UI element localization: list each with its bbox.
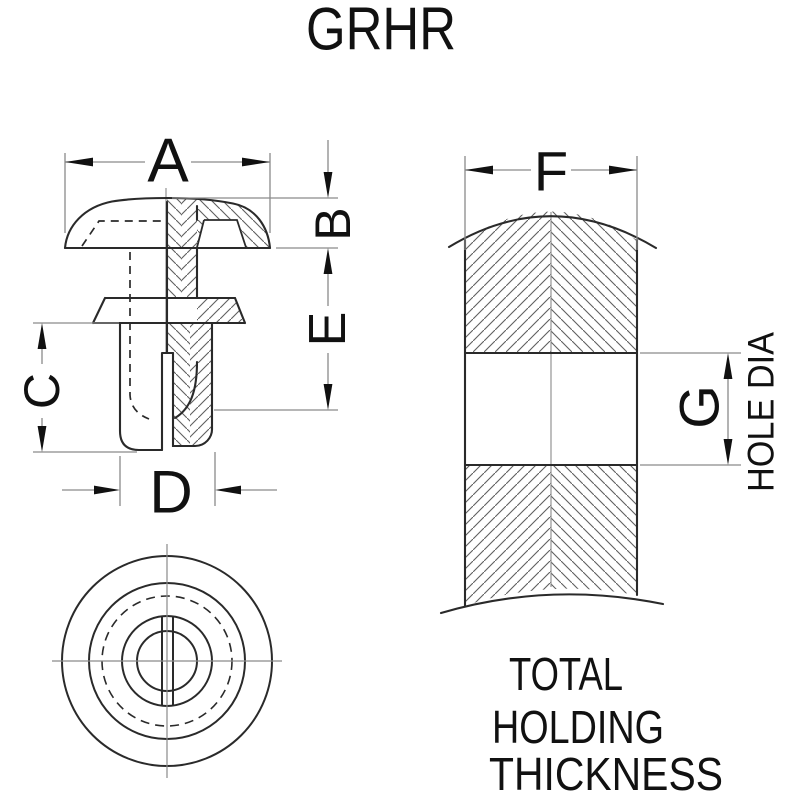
bore-bottom-curve bbox=[173, 360, 199, 420]
caption-line-2: HOLDING bbox=[492, 701, 664, 753]
dim-label-c: C bbox=[14, 373, 70, 409]
lower-body-left-outline bbox=[118, 321, 164, 452]
dim-label-g: G bbox=[668, 385, 731, 429]
drawing-title: GRHR bbox=[306, 0, 456, 63]
arrowhead-left bbox=[215, 485, 241, 495]
dim-label-f: F bbox=[534, 140, 568, 203]
slot-lines bbox=[160, 351, 175, 452]
panel-side-edges bbox=[463, 238, 639, 608]
hole-dia-label: HOLE DIA bbox=[741, 332, 782, 492]
hidden-lines bbox=[81, 220, 162, 420]
arrowhead-up bbox=[723, 353, 733, 379]
head-dome-outline bbox=[63, 196, 272, 250]
panel-caption: TOTAL HOLDING THICKNESS bbox=[489, 648, 723, 800]
dimension-e: E bbox=[214, 248, 357, 411]
arrowhead-right bbox=[242, 157, 270, 167]
neck-hatch bbox=[167, 248, 197, 298]
arrowhead-left bbox=[465, 165, 493, 175]
flange-arm-hatch bbox=[197, 298, 245, 323]
panel-outlines bbox=[439, 215, 665, 615]
arrowhead-down bbox=[323, 384, 333, 410]
panel-top-break-arc bbox=[447, 215, 658, 250]
arrowhead-down bbox=[37, 426, 47, 452]
bore-hidden-line bbox=[129, 252, 150, 420]
head-recess-notch bbox=[197, 220, 246, 248]
dimension-a: A bbox=[64, 127, 271, 233]
panel-bottom-break-arc bbox=[439, 593, 665, 615]
front-section-view: A B E bbox=[14, 127, 361, 526]
dimension-g: G HOLE DIA bbox=[640, 332, 782, 492]
head-cavity-hidden-line bbox=[81, 220, 162, 247]
arrowhead-right bbox=[94, 485, 120, 495]
arrowhead-right bbox=[609, 165, 637, 175]
hole-edges bbox=[463, 351, 639, 467]
caption-line-3: THICKNESS bbox=[489, 748, 723, 800]
arrowhead-down bbox=[323, 172, 333, 198]
dim-label-e: E bbox=[299, 312, 357, 347]
arrowhead-up bbox=[37, 323, 47, 349]
top-plan-view bbox=[52, 544, 282, 778]
page-title: GRHR bbox=[306, 0, 456, 63]
dimension-f: F bbox=[464, 140, 638, 250]
dimension-b: B bbox=[172, 140, 361, 249]
arrowhead-left bbox=[65, 157, 93, 167]
panel-bottom-hatch bbox=[465, 465, 637, 606]
panel-top-hatch bbox=[465, 211, 637, 353]
rivet-outlines bbox=[63, 196, 272, 452]
arrowhead-up bbox=[323, 248, 333, 274]
barb-outline bbox=[171, 321, 214, 448]
dimension-d: D bbox=[62, 452, 277, 526]
dim-label-b: B bbox=[305, 207, 361, 240]
plan-crosshair bbox=[52, 544, 282, 778]
dim-label-d: D bbox=[149, 459, 192, 526]
dim-label-a: A bbox=[147, 127, 189, 196]
arrowhead-down bbox=[723, 439, 733, 465]
dimension-c: C bbox=[14, 322, 137, 453]
caption-line-1: TOTAL bbox=[509, 648, 623, 700]
panel-section-view: F G HOLE DIA TOTAL HOLDING THICKNESS bbox=[439, 140, 782, 800]
